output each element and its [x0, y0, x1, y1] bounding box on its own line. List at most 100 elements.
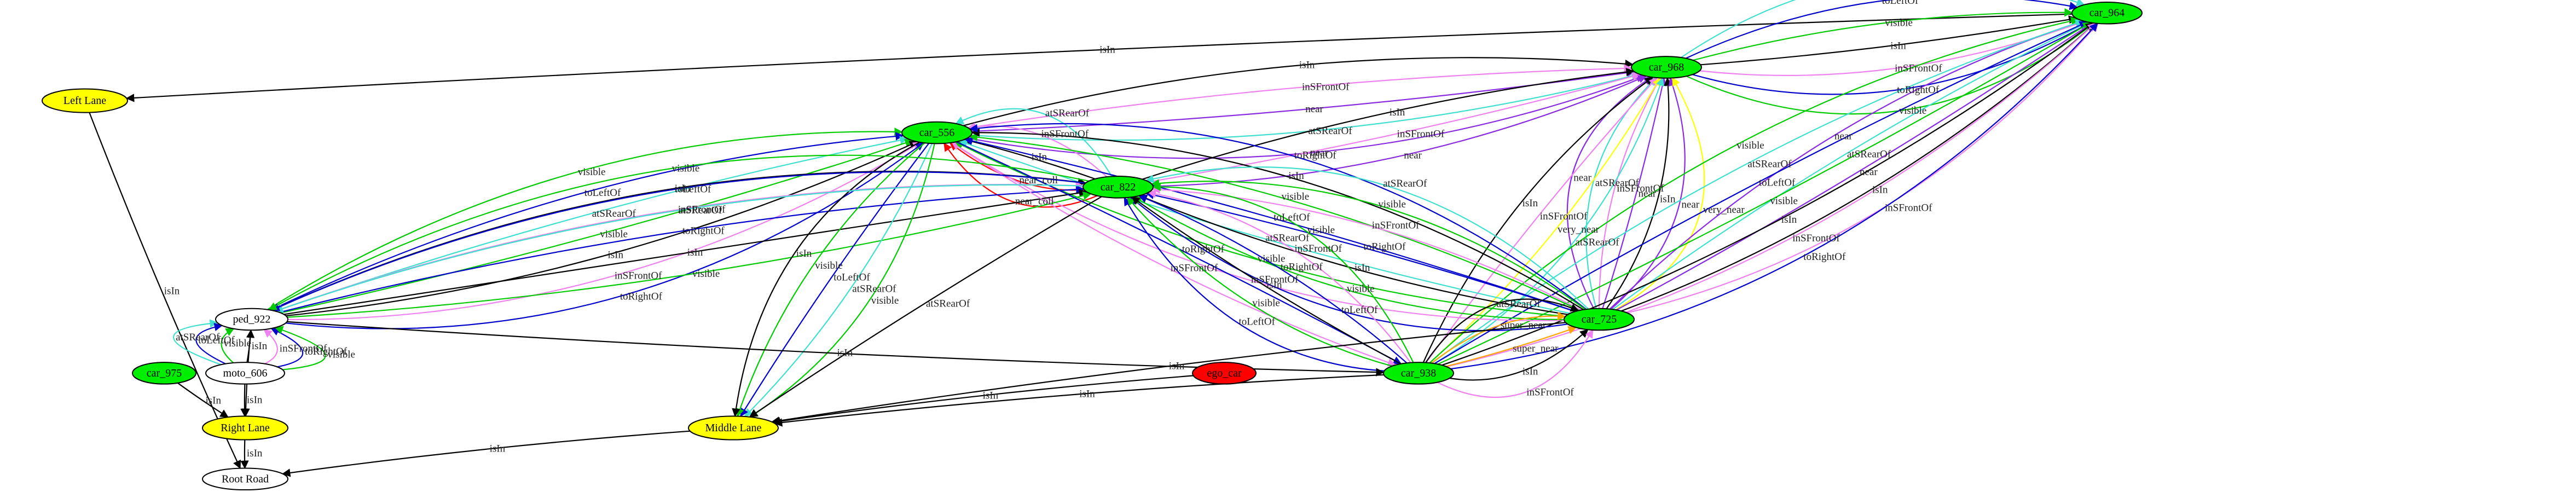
- node-middle-lane[interactable]: Middle Lane: [688, 415, 779, 441]
- edge-label: visible: [1770, 195, 1798, 207]
- edge-label: visible: [1282, 191, 1310, 202]
- edge-car_938-car_968: [1429, 77, 1661, 363]
- node-root-road[interactable]: Root Road: [202, 467, 288, 491]
- edge-label: isIn: [247, 448, 263, 459]
- node-label: car_964: [2089, 7, 2125, 19]
- node-shape[interactable]: [688, 415, 779, 441]
- node-shape[interactable]: [1631, 56, 1702, 79]
- node-label: ped_922: [233, 314, 271, 326]
- edge-label: inSFrontOf: [678, 204, 726, 216]
- edge-car_938-car_968: [1422, 77, 1654, 363]
- node-shape[interactable]: [1083, 175, 1154, 199]
- edge-car_968-car_964: [1686, 22, 2095, 115]
- edge-car_725-car_556: [959, 140, 1571, 314]
- node-shape[interactable]: [202, 415, 288, 441]
- node-label: car_975: [147, 367, 182, 379]
- edge-label: visible: [578, 166, 606, 178]
- edge-ego_car-middle_lane: [772, 375, 1194, 426]
- edge-car_938-car_725: [1431, 311, 1566, 364]
- edge-car_725-car_964: [1621, 22, 2097, 312]
- edge-label: inSFrontOf: [1294, 243, 1342, 254]
- edge-label: isIn: [1169, 361, 1185, 372]
- edge-car_556-car_968: [968, 64, 1633, 129]
- edge-label: isIn: [1288, 170, 1304, 182]
- node-ego-car[interactable]: ego_car: [1192, 362, 1257, 385]
- edge-label: toRightOf: [1294, 149, 1337, 161]
- edge-label: toRightOf: [682, 225, 725, 237]
- node-moto-606[interactable]: moto_606: [205, 362, 285, 385]
- edge-car_938-car_822: [1126, 196, 1393, 367]
- edge-label: toLeftOf: [675, 184, 711, 195]
- node-shape[interactable]: [42, 88, 128, 113]
- edge-car_968-car_964: [1692, 22, 2091, 95]
- node-shape[interactable]: [132, 362, 196, 385]
- edge-car_725-car_968: [1615, 77, 1705, 310]
- edge-car_725-car_822: [1130, 196, 1568, 332]
- edge-label: isIn: [1390, 107, 1405, 118]
- edge-label: atSRearOf: [852, 283, 896, 295]
- edge-left_lane-root_road: [89, 112, 241, 469]
- edge-car_968-car_964: [1681, 0, 2085, 58]
- node-label: car_725: [1582, 314, 1617, 326]
- edge-label: inSFrontOf: [1397, 128, 1445, 140]
- node-shape[interactable]: [1383, 362, 1454, 385]
- edge-moto_606-ped_922: [173, 319, 222, 366]
- edge-label: isIn: [1099, 44, 1115, 55]
- edge-car_938-car_822: [1152, 182, 1414, 363]
- edge-label: toRightOf: [1281, 262, 1323, 273]
- edge-car_725-car_964: [1612, 21, 2089, 310]
- edge-car_556-car_968: [963, 57, 1634, 126]
- edge-label: visible: [1885, 18, 1913, 29]
- node-car-968[interactable]: car_968: [1631, 56, 1702, 79]
- edge-car_822-ped_922: [274, 184, 1084, 313]
- node-shape[interactable]: [205, 362, 285, 385]
- edge-label: inSFrontOf: [1895, 63, 1942, 74]
- node-ped-922[interactable]: ped_922: [215, 308, 288, 331]
- node-shape[interactable]: [901, 121, 972, 144]
- edge-label: toLeftOf: [1882, 0, 1919, 7]
- edge-label: atSRearOf: [1045, 108, 1090, 119]
- node-car-938[interactable]: car_938: [1383, 362, 1454, 385]
- node-shape[interactable]: [1192, 362, 1257, 385]
- edge-label: atSRearOf: [592, 208, 636, 219]
- node-label: car_556: [919, 127, 954, 139]
- edge-label: toLeftOf: [833, 271, 870, 283]
- edge-label: toRightOf: [1897, 84, 1940, 96]
- edge-label: near: [1639, 188, 1657, 200]
- node-car-822[interactable]: car_822: [1083, 175, 1154, 199]
- edge-car_556-middle_lane: [744, 143, 933, 418]
- edge-label: isIn: [1890, 40, 1906, 51]
- edge-car_938-car_964: [1446, 22, 2097, 368]
- edge-car_938-car_964: [1450, 22, 2098, 370]
- node-left-lane[interactable]: Left Lane: [42, 88, 128, 113]
- edge-label: atSRearOf: [176, 332, 220, 343]
- edge-car_556-middle_lane: [732, 141, 920, 417]
- edge-label: visible: [1736, 140, 1764, 152]
- edge-label: toRightOf: [620, 291, 663, 303]
- node-car-964[interactable]: car_964: [2071, 1, 2143, 25]
- edge-ped_922-car_822: [279, 185, 1085, 313]
- edge-car_938-car_725: [1437, 329, 1594, 398]
- edge-label: isIn: [1523, 198, 1538, 209]
- node-label: Right Lane: [221, 422, 270, 434]
- node-shape[interactable]: [202, 467, 288, 491]
- node-car-556[interactable]: car_556: [901, 121, 972, 144]
- edge-label: inSFrontOf: [1526, 386, 1574, 398]
- edge-car_822-car_556: [943, 142, 1098, 208]
- edge-car_938-car_964: [1431, 19, 2084, 364]
- edge-label: near: [1834, 131, 1853, 142]
- node-shape[interactable]: [215, 308, 288, 331]
- node-label: car_822: [1101, 181, 1136, 193]
- edge-ped_922-car_822: [283, 188, 1088, 315]
- node-right-lane[interactable]: Right Lane: [202, 415, 288, 441]
- node-car-725[interactable]: car_725: [1564, 308, 1635, 331]
- node-shape[interactable]: [2071, 1, 2143, 25]
- edge-label: super_near: [1501, 320, 1547, 331]
- edge-car_822-car_556: [949, 142, 1084, 191]
- node-shape[interactable]: [1564, 308, 1635, 331]
- node-car-975[interactable]: car_975: [132, 362, 196, 385]
- edge-car_975-right_lane: [177, 382, 229, 418]
- edge-label: isIn: [1523, 366, 1538, 378]
- edge-car_725-car_964: [1609, 19, 2084, 310]
- edge-label: atSRearOf: [1595, 177, 1640, 189]
